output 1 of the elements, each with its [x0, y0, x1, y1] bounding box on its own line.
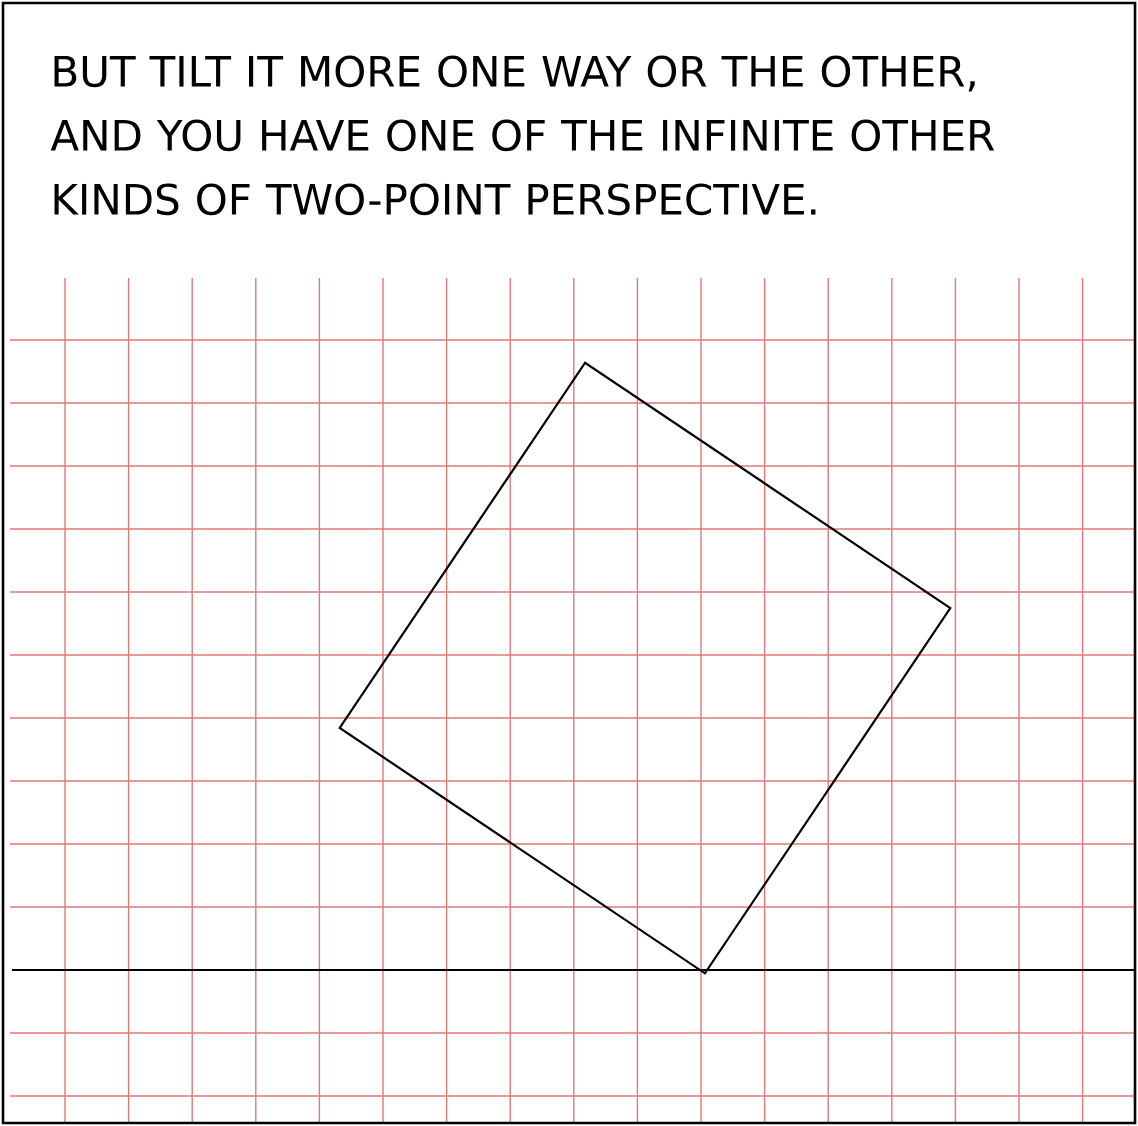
caption-text: BUT TILT IT MORE ONE WAY OR THE OTHER, AND YOU HAVE ONE OF THE INFINITE OTHER KINDS OF TWO-POINT PERSPECTIVE. — [50, 55, 995, 216]
